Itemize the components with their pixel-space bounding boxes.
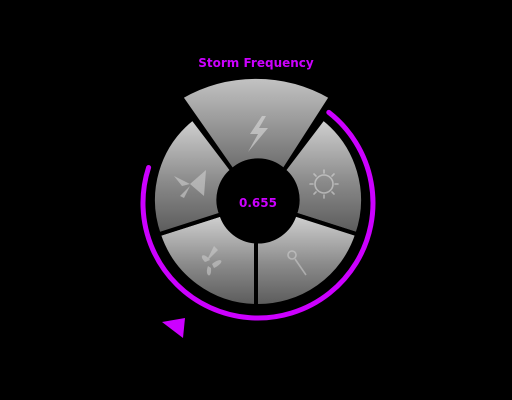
pin-icon	[287, 250, 307, 276]
sun-icon	[309, 169, 339, 199]
segment-sun[interactable]	[281, 115, 365, 237]
segment-storm-selected[interactable]	[178, 74, 334, 174]
wheel-title: Storm Frequency	[198, 56, 314, 70]
progress-arrow-icon[interactable]	[162, 318, 185, 338]
center-hub	[218, 163, 298, 243]
propeller-icon	[201, 246, 222, 276]
weathervane-icon	[174, 170, 206, 198]
segment-weathervane[interactable]	[151, 115, 235, 237]
progress-arc	[140, 109, 376, 321]
lightning-bolt-icon	[248, 116, 268, 152]
value-readout: 0.655	[239, 196, 277, 210]
